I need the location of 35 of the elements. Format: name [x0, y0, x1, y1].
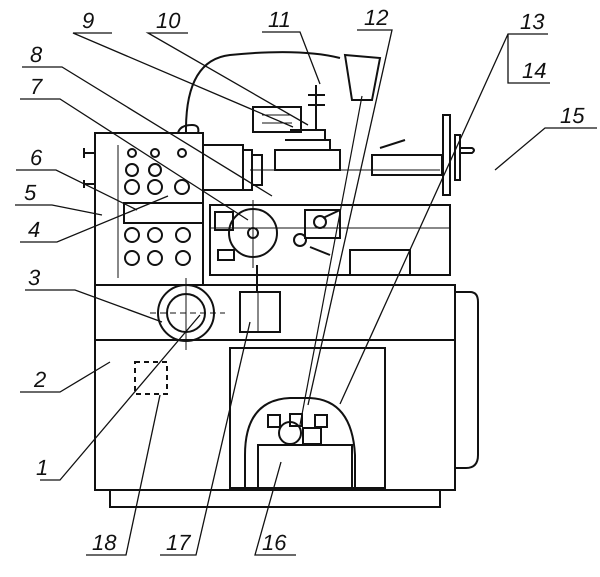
leader-line: [72, 32, 294, 128]
leader-line: [146, 32, 308, 126]
callout-number: 1: [36, 457, 48, 479]
callout-number: 9: [82, 10, 94, 32]
leader-line: [86, 394, 161, 556]
callout-number: 11: [268, 9, 291, 31]
leader-line: [262, 31, 321, 84]
callout-number: 8: [30, 44, 42, 66]
leader-line: [40, 314, 200, 481]
leader-line: [307, 29, 393, 406]
callout-number: 3: [28, 267, 40, 289]
leader-line: [339, 33, 551, 405]
callout-number: 18: [92, 532, 116, 554]
callout-number: 6: [30, 147, 42, 169]
callout-number: 10: [156, 10, 180, 32]
callout-number: 5: [24, 182, 36, 204]
callout-number: 13: [520, 11, 544, 33]
leader-line: [254, 462, 296, 556]
callout-number: 7: [30, 76, 42, 98]
leader-line: [22, 66, 272, 197]
leader-line: [15, 204, 102, 216]
leader-line: [25, 289, 162, 323]
leader-line: [20, 98, 248, 221]
callout-number: 17: [166, 532, 190, 554]
callout-number: 16: [262, 532, 286, 554]
leader-line: [16, 169, 138, 211]
leader-line: [20, 195, 168, 243]
leader-line: [160, 322, 251, 556]
callout-number: 14: [522, 60, 546, 82]
callout-number: 12: [364, 7, 388, 29]
callout-number: 4: [28, 219, 40, 241]
leader-line: [494, 127, 597, 170]
leader-line: [20, 361, 110, 393]
callout-number: 2: [34, 369, 46, 391]
callout-number: 15: [560, 105, 584, 127]
